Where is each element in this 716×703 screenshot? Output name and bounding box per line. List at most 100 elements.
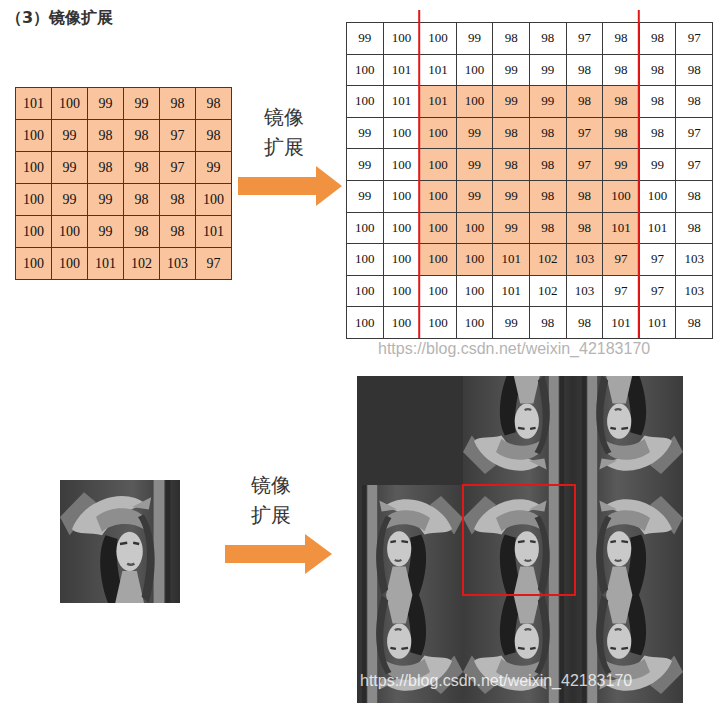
cell-value: 101 bbox=[501, 283, 521, 299]
matrix-cell: 100 bbox=[419, 306, 457, 339]
matrix-cell: 101 bbox=[492, 275, 530, 308]
cell-value: 97 bbox=[651, 251, 664, 267]
cell-value: 98 bbox=[541, 220, 554, 236]
matrix-cell: 99 bbox=[51, 183, 88, 216]
matrix-cell: 98 bbox=[159, 215, 196, 248]
cell-value: 99 bbox=[63, 128, 77, 144]
cell-value: 101 bbox=[611, 220, 631, 236]
matrix-cell: 98 bbox=[529, 306, 567, 339]
cell-value: 101 bbox=[428, 62, 448, 78]
matrix-cell: 100 bbox=[51, 247, 88, 280]
cell-value: 100 bbox=[59, 224, 80, 240]
cell-value: 98 bbox=[171, 96, 185, 112]
cell-value: 97 bbox=[578, 157, 591, 173]
matrix-cell: 100 bbox=[639, 180, 677, 213]
orange-arrow bbox=[225, 534, 332, 574]
cell-value: 100 bbox=[465, 93, 485, 109]
cell-value: 99 bbox=[99, 192, 113, 208]
matrix-cell: 99 bbox=[492, 212, 530, 245]
cell-value: 98 bbox=[578, 220, 591, 236]
matrix-cell: 100 bbox=[383, 180, 421, 213]
cell-value: 100 bbox=[392, 188, 412, 204]
matrix-cell: 100 bbox=[456, 85, 494, 118]
cell-value: 98 bbox=[651, 62, 664, 78]
cell-value: 99 bbox=[358, 157, 371, 173]
matrix-cell: 100 bbox=[419, 243, 457, 276]
cell-value: 99 bbox=[358, 125, 371, 141]
cell-value: 100 bbox=[59, 256, 80, 272]
cell-value: 103 bbox=[575, 251, 595, 267]
matrix-cell: 98 bbox=[602, 85, 640, 118]
cell-value: 101 bbox=[648, 315, 668, 331]
cell-value: 97 bbox=[688, 157, 701, 173]
cell-value: 98 bbox=[578, 188, 591, 204]
matrix-cell: 100 bbox=[346, 85, 384, 118]
matrix-cell: 98 bbox=[639, 117, 677, 150]
matrix-cell: 100 bbox=[383, 243, 421, 276]
cell-value: 100 bbox=[465, 315, 485, 331]
cell-value: 98 bbox=[541, 125, 554, 141]
matrix-cell: 98 bbox=[602, 54, 640, 87]
cell-value: 98 bbox=[541, 315, 554, 331]
matrix-cell: 98 bbox=[492, 22, 530, 55]
matrix-cell: 98 bbox=[639, 22, 677, 55]
cell-value: 98 bbox=[578, 62, 591, 78]
cell-value: 100 bbox=[392, 283, 412, 299]
matrix-cell: 98 bbox=[639, 54, 677, 87]
cell-value: 98 bbox=[171, 192, 185, 208]
cell-value: 98 bbox=[614, 125, 627, 141]
source-image bbox=[60, 480, 180, 603]
matrix-cell: 98 bbox=[195, 119, 232, 152]
cell-value: 98 bbox=[688, 315, 701, 331]
cell-value: 99 bbox=[505, 93, 518, 109]
cell-value: 99 bbox=[505, 315, 518, 331]
matrix-cell: 100 bbox=[346, 212, 384, 245]
matrix-cell: 98 bbox=[529, 117, 567, 150]
cell-value: 99 bbox=[358, 188, 371, 204]
cell-value: 100 bbox=[23, 224, 44, 240]
matrix-cell: 97 bbox=[639, 275, 677, 308]
matrix-cell: 100 bbox=[419, 212, 457, 245]
center-frame bbox=[463, 485, 575, 595]
matrix-cell: 98 bbox=[639, 85, 677, 118]
cell-value: 98 bbox=[135, 160, 149, 176]
cell-value: 100 bbox=[355, 220, 375, 236]
matrix-cell: 97 bbox=[602, 275, 640, 308]
cell-value: 100 bbox=[392, 157, 412, 173]
matrix-cell: 99 bbox=[346, 22, 384, 55]
matrix-cell: 101 bbox=[419, 54, 457, 87]
matrix-cell: 98 bbox=[87, 151, 124, 184]
matrix-cell: 103 bbox=[159, 247, 196, 280]
cell-value: 97 bbox=[688, 125, 701, 141]
cell-value: 98 bbox=[541, 30, 554, 46]
cell-value: 98 bbox=[651, 125, 664, 141]
cell-value: 100 bbox=[428, 157, 448, 173]
cell-value: 99 bbox=[614, 157, 627, 173]
matrix-cell: 101 bbox=[383, 54, 421, 87]
cell-value: 100 bbox=[203, 192, 224, 208]
matrix-cell: 97 bbox=[566, 148, 604, 181]
matrix-cell: 99 bbox=[456, 180, 494, 213]
matrix-cell: 97 bbox=[566, 22, 604, 55]
cell-value: 100 bbox=[428, 220, 448, 236]
cell-value: 98 bbox=[651, 30, 664, 46]
matrix-cell: 103 bbox=[675, 243, 713, 276]
matrix-cell: 97 bbox=[195, 247, 232, 280]
cell-value: 102 bbox=[131, 256, 152, 272]
cell-value: 100 bbox=[355, 315, 375, 331]
matrix-cell: 98 bbox=[675, 180, 713, 213]
matrix-cell: 98 bbox=[602, 22, 640, 55]
cell-value: 100 bbox=[465, 251, 485, 267]
cell-value: 99 bbox=[468, 188, 481, 204]
matrix-cell: 100 bbox=[456, 243, 494, 276]
watermark: https://blog.csdn.net/weixin_42183170 bbox=[378, 340, 650, 358]
cell-value: 102 bbox=[538, 283, 558, 299]
boundary-line bbox=[638, 10, 640, 338]
cell-value: 97 bbox=[171, 128, 185, 144]
matrix-cell: 97 bbox=[602, 243, 640, 276]
matrix-cell: 100 bbox=[383, 306, 421, 339]
matrix-cell: 101 bbox=[602, 306, 640, 339]
cell-value: 98 bbox=[688, 188, 701, 204]
matrix-cell: 99 bbox=[123, 87, 160, 120]
cell-value: 98 bbox=[135, 224, 149, 240]
